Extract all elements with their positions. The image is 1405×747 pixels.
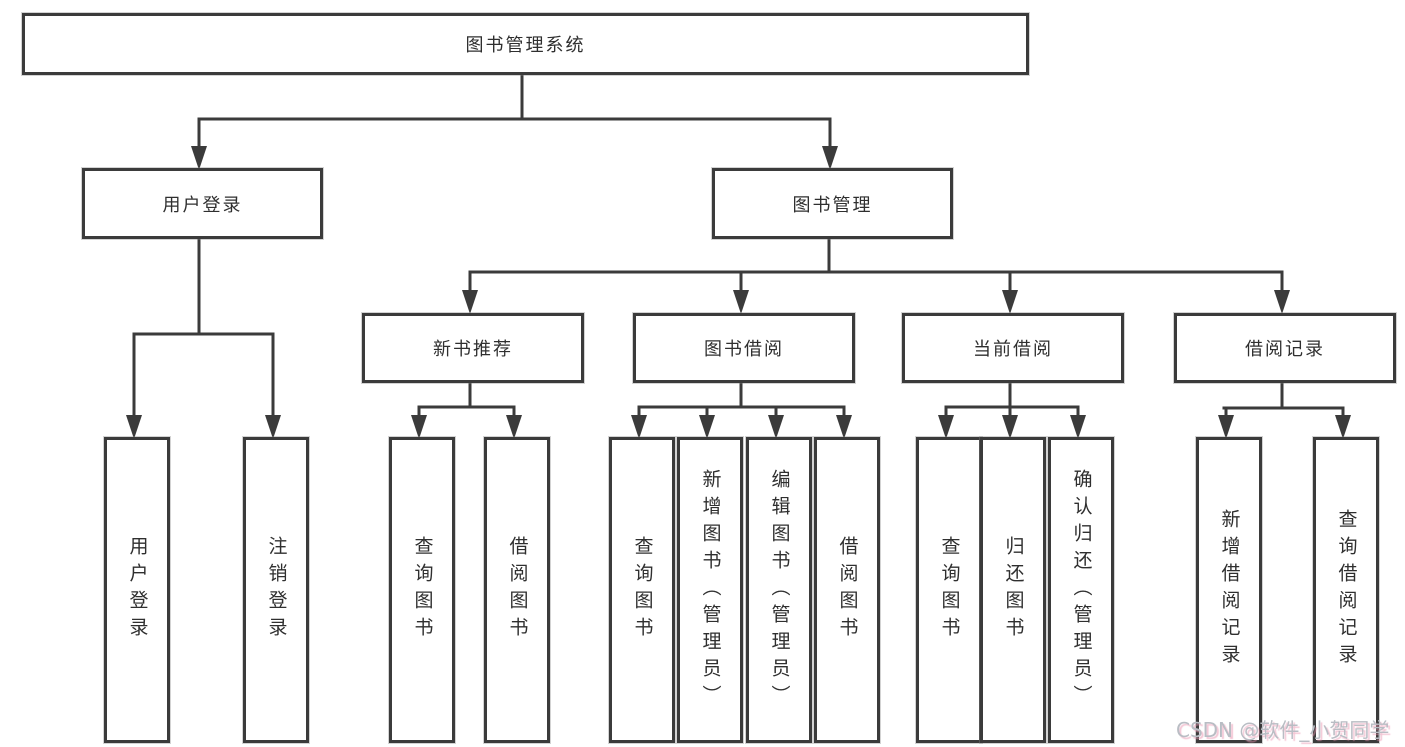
csdn-watermark: CSDN @软件_小贺同学 xyxy=(1176,718,1390,742)
node-label: 注销登录 xyxy=(265,536,288,644)
node-label: 查询图书 xyxy=(938,536,961,644)
node-label: 当前借阅 xyxy=(973,339,1053,360)
node-label: 归还图书 xyxy=(1002,536,1025,644)
node-label: 借阅图书 xyxy=(506,536,529,644)
leaf-query-books-recommend: 查询图书 xyxy=(389,437,455,743)
node-label: 借阅记录 xyxy=(1245,339,1325,360)
node-label: 图书管理 xyxy=(792,194,873,216)
node-label: 用户登录 xyxy=(126,536,149,644)
node-book-management: 图书管理 xyxy=(712,168,953,239)
leaf-query-borrow-record: 查询借阅记录 xyxy=(1313,437,1379,743)
leaf-user-login: 用户登录 xyxy=(104,437,170,743)
node-label: 查询借阅记录 xyxy=(1335,509,1358,671)
leaf-query-books-borrow: 查询图书 xyxy=(609,437,675,743)
node-root: 图书管理系统 xyxy=(22,13,1029,75)
node-label: 新书推荐 xyxy=(433,339,513,360)
node-new-book-recommend: 新书推荐 xyxy=(362,313,584,383)
node-label: 借阅图书 xyxy=(836,536,859,644)
leaf-add-book-admin: 新增图书（管理员） xyxy=(677,437,743,743)
node-label: 图书管理系统 xyxy=(465,35,586,56)
node-borrow-records: 借阅记录 xyxy=(1174,313,1396,383)
leaf-return-book: 归还图书 xyxy=(980,437,1046,743)
node-label: 确认归还（管理员） xyxy=(1070,468,1093,712)
leaf-borrow-books-recommend: 借阅图书 xyxy=(484,437,550,743)
node-book-borrow: 图书借阅 xyxy=(633,313,855,383)
leaf-logout: 注销登录 xyxy=(243,437,309,743)
node-label: 查询图书 xyxy=(631,536,654,644)
node-label: 新增图书（管理员） xyxy=(699,468,722,712)
node-label: 编辑图书（管理员） xyxy=(768,468,791,712)
leaf-query-books-current: 查询图书 xyxy=(916,437,982,743)
leaf-add-borrow-record: 新增借阅记录 xyxy=(1196,437,1262,743)
leaf-edit-book-admin: 编辑图书（管理员） xyxy=(746,437,812,743)
node-current-borrow: 当前借阅 xyxy=(902,313,1124,383)
node-label: 图书借阅 xyxy=(704,339,784,360)
leaf-confirm-return-admin: 确认归还（管理员） xyxy=(1048,437,1114,743)
node-label: 查询图书 xyxy=(411,536,434,644)
leaf-borrow-books-2: 借阅图书 xyxy=(814,437,880,743)
node-label: 用户登录 xyxy=(162,194,243,216)
node-user-login: 用户登录 xyxy=(82,168,323,239)
node-label: 新增借阅记录 xyxy=(1218,509,1241,671)
